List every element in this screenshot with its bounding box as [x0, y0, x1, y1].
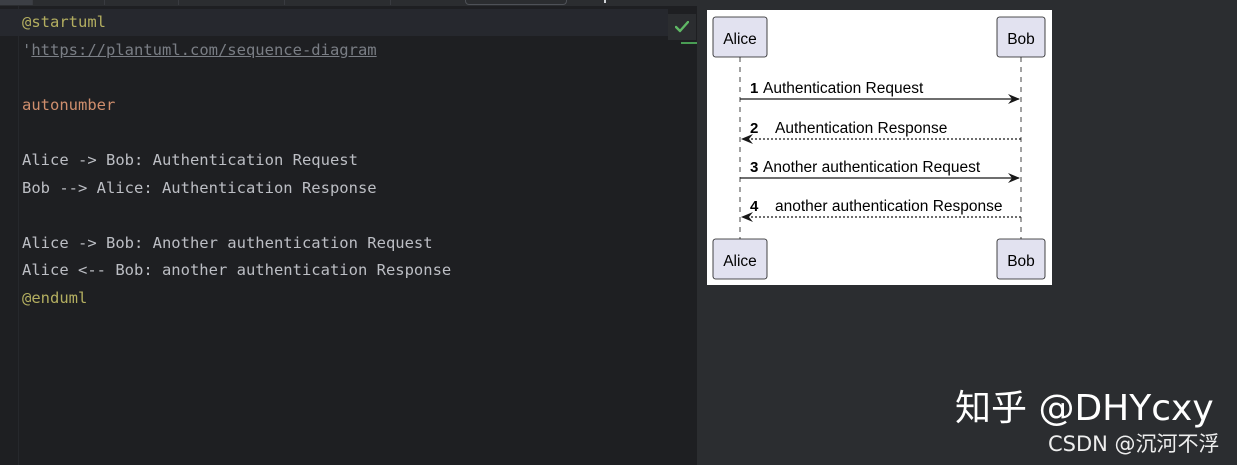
code-line[interactable]: Bob --> Alice: Authentication Response: [22, 175, 377, 202]
code-line[interactable]: Alice -> Bob: Authentication Request: [22, 147, 358, 174]
code-text: Alice -> Bob: Authentication Request: [22, 151, 358, 169]
participant-box-bob: [996, 16, 1046, 58]
editor-tab-strip: [0, 0, 697, 6]
checkmark-icon: [675, 21, 689, 33]
arrowhead-4: [741, 212, 753, 222]
code-line[interactable]: Alice -> Bob: Another authentication Req…: [22, 230, 433, 257]
participant-label-bob: Bob: [1007, 253, 1035, 270]
tab-marker: [604, 0, 606, 3]
participant-box-alice: [712, 16, 768, 58]
message-label-3: Another authentication Request: [763, 159, 981, 176]
comment-marker: ': [22, 40, 32, 59]
code-text: @startuml: [22, 13, 106, 31]
arrowhead-1: [1008, 94, 1020, 104]
code-text: @enduml: [22, 289, 88, 307]
participant-box-bob: [996, 238, 1046, 280]
participant-label-bob: Bob: [1007, 31, 1035, 48]
code-line[interactable]: 'https://plantuml.com/sequence-diagram: [22, 37, 377, 64]
message-label-2: Authentication Response: [775, 120, 947, 137]
arrowhead-2: [741, 134, 753, 144]
gutter-divider: [18, 6, 19, 465]
inspection-status[interactable]: [668, 14, 696, 40]
comment-url-link[interactable]: https://plantuml.com/sequence-diagram: [31, 40, 377, 59]
tab-active[interactable]: [0, 0, 33, 5]
message-number-1: 1: [750, 80, 758, 97]
code-text: Alice <-- Bob: another authentication Re…: [22, 261, 452, 280]
tab[interactable]: [32, 0, 105, 5]
toolbar-dropdown[interactable]: [465, 0, 567, 5]
code-line[interactable]: autonumber: [22, 92, 115, 119]
message-number-4: 4: [750, 198, 759, 215]
arrowhead-3: [1008, 173, 1020, 183]
tab[interactable]: [284, 0, 391, 5]
code-text: Bob --> Alice: Authentication Response: [22, 178, 377, 197]
code-text: autonumber: [22, 95, 116, 114]
message-number-3: 3: [750, 159, 758, 176]
code-editor[interactable]: @startuml 'https://plantuml.com/sequence-…: [0, 6, 697, 465]
tab[interactable]: [178, 0, 285, 5]
message-label-4: another authentication Response: [775, 198, 1003, 215]
participant-label-alice: Alice: [723, 253, 757, 270]
inspection-marker: [681, 42, 697, 44]
code-line[interactable]: Alice <-- Bob: another authentication Re…: [22, 257, 451, 284]
code-line[interactable]: @enduml: [22, 285, 87, 312]
message-number-2: 2: [750, 120, 758, 137]
participant-label-alice: Alice: [723, 31, 757, 48]
watermark-zhihu: 知乎 @DHYcxy: [955, 388, 1214, 429]
participant-box-alice: [712, 238, 768, 280]
tab[interactable]: [104, 0, 179, 5]
code-line[interactable]: @startuml: [0, 9, 668, 36]
watermark-csdn: CSDN @沉河不浮: [1048, 432, 1220, 456]
message-label-1: Authentication Request: [763, 80, 924, 97]
code-text: Alice -> Bob: Another authentication Req…: [22, 233, 433, 252]
